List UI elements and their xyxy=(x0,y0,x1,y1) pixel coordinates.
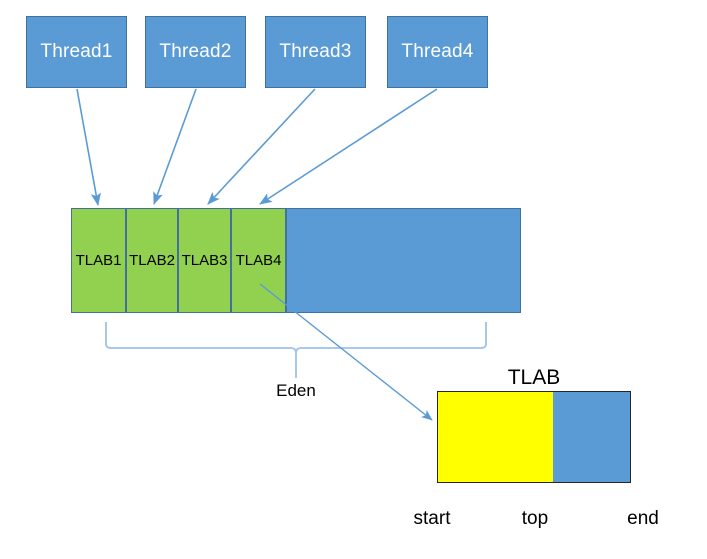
tlab-marker-start: start xyxy=(413,508,451,529)
thread-box-2[interactable]: Thread2 xyxy=(145,16,246,88)
tlab-segment-1-label: TLAB1 xyxy=(75,252,122,269)
tlab-used-region xyxy=(438,392,553,482)
eden-label: Eden xyxy=(276,381,316,400)
tlab-segment-2[interactable]: TLAB2 xyxy=(127,209,179,312)
arrow-thread1-to-tlab1 xyxy=(76,88,101,206)
tlab-segment-3-label: TLAB3 xyxy=(181,252,228,269)
thread-box-4-label: Thread4 xyxy=(401,41,474,62)
tlab-detail-title: TLAB xyxy=(507,366,561,389)
tlab-segment-4[interactable]: TLAB4 xyxy=(232,209,287,312)
eden-brace xyxy=(105,322,487,354)
tlab-segment-1[interactable]: TLAB1 xyxy=(72,209,127,312)
tlab-segment-2-label: TLAB2 xyxy=(129,252,175,269)
arrow-thread3-to-tlab3 xyxy=(207,88,316,205)
tlab-detail-box[interactable] xyxy=(437,391,631,483)
thread-box-4[interactable]: Thread4 xyxy=(387,16,488,88)
tlab-marker-top: top xyxy=(521,508,549,529)
tlab-segment-4-label: TLAB4 xyxy=(235,252,282,269)
thread-box-2-label: Thread2 xyxy=(159,41,232,62)
thread-box-3[interactable]: Thread3 xyxy=(265,16,366,88)
thread-box-1[interactable]: Thread1 xyxy=(26,16,127,88)
thread-box-3-label: Thread3 xyxy=(279,41,352,62)
tlab-marker-end: end xyxy=(627,508,659,529)
arrow-thread2-to-tlab2 xyxy=(153,88,197,205)
arrow-thread4-to-tlab4 xyxy=(259,88,438,205)
thread-to-tlab-arrows xyxy=(76,88,438,206)
tlab-segment-3[interactable]: TLAB3 xyxy=(179,209,232,312)
thread-box-1-label: Thread1 xyxy=(40,41,113,62)
eden-bar: TLAB1 TLAB2 TLAB3 TLAB4 xyxy=(71,208,521,313)
